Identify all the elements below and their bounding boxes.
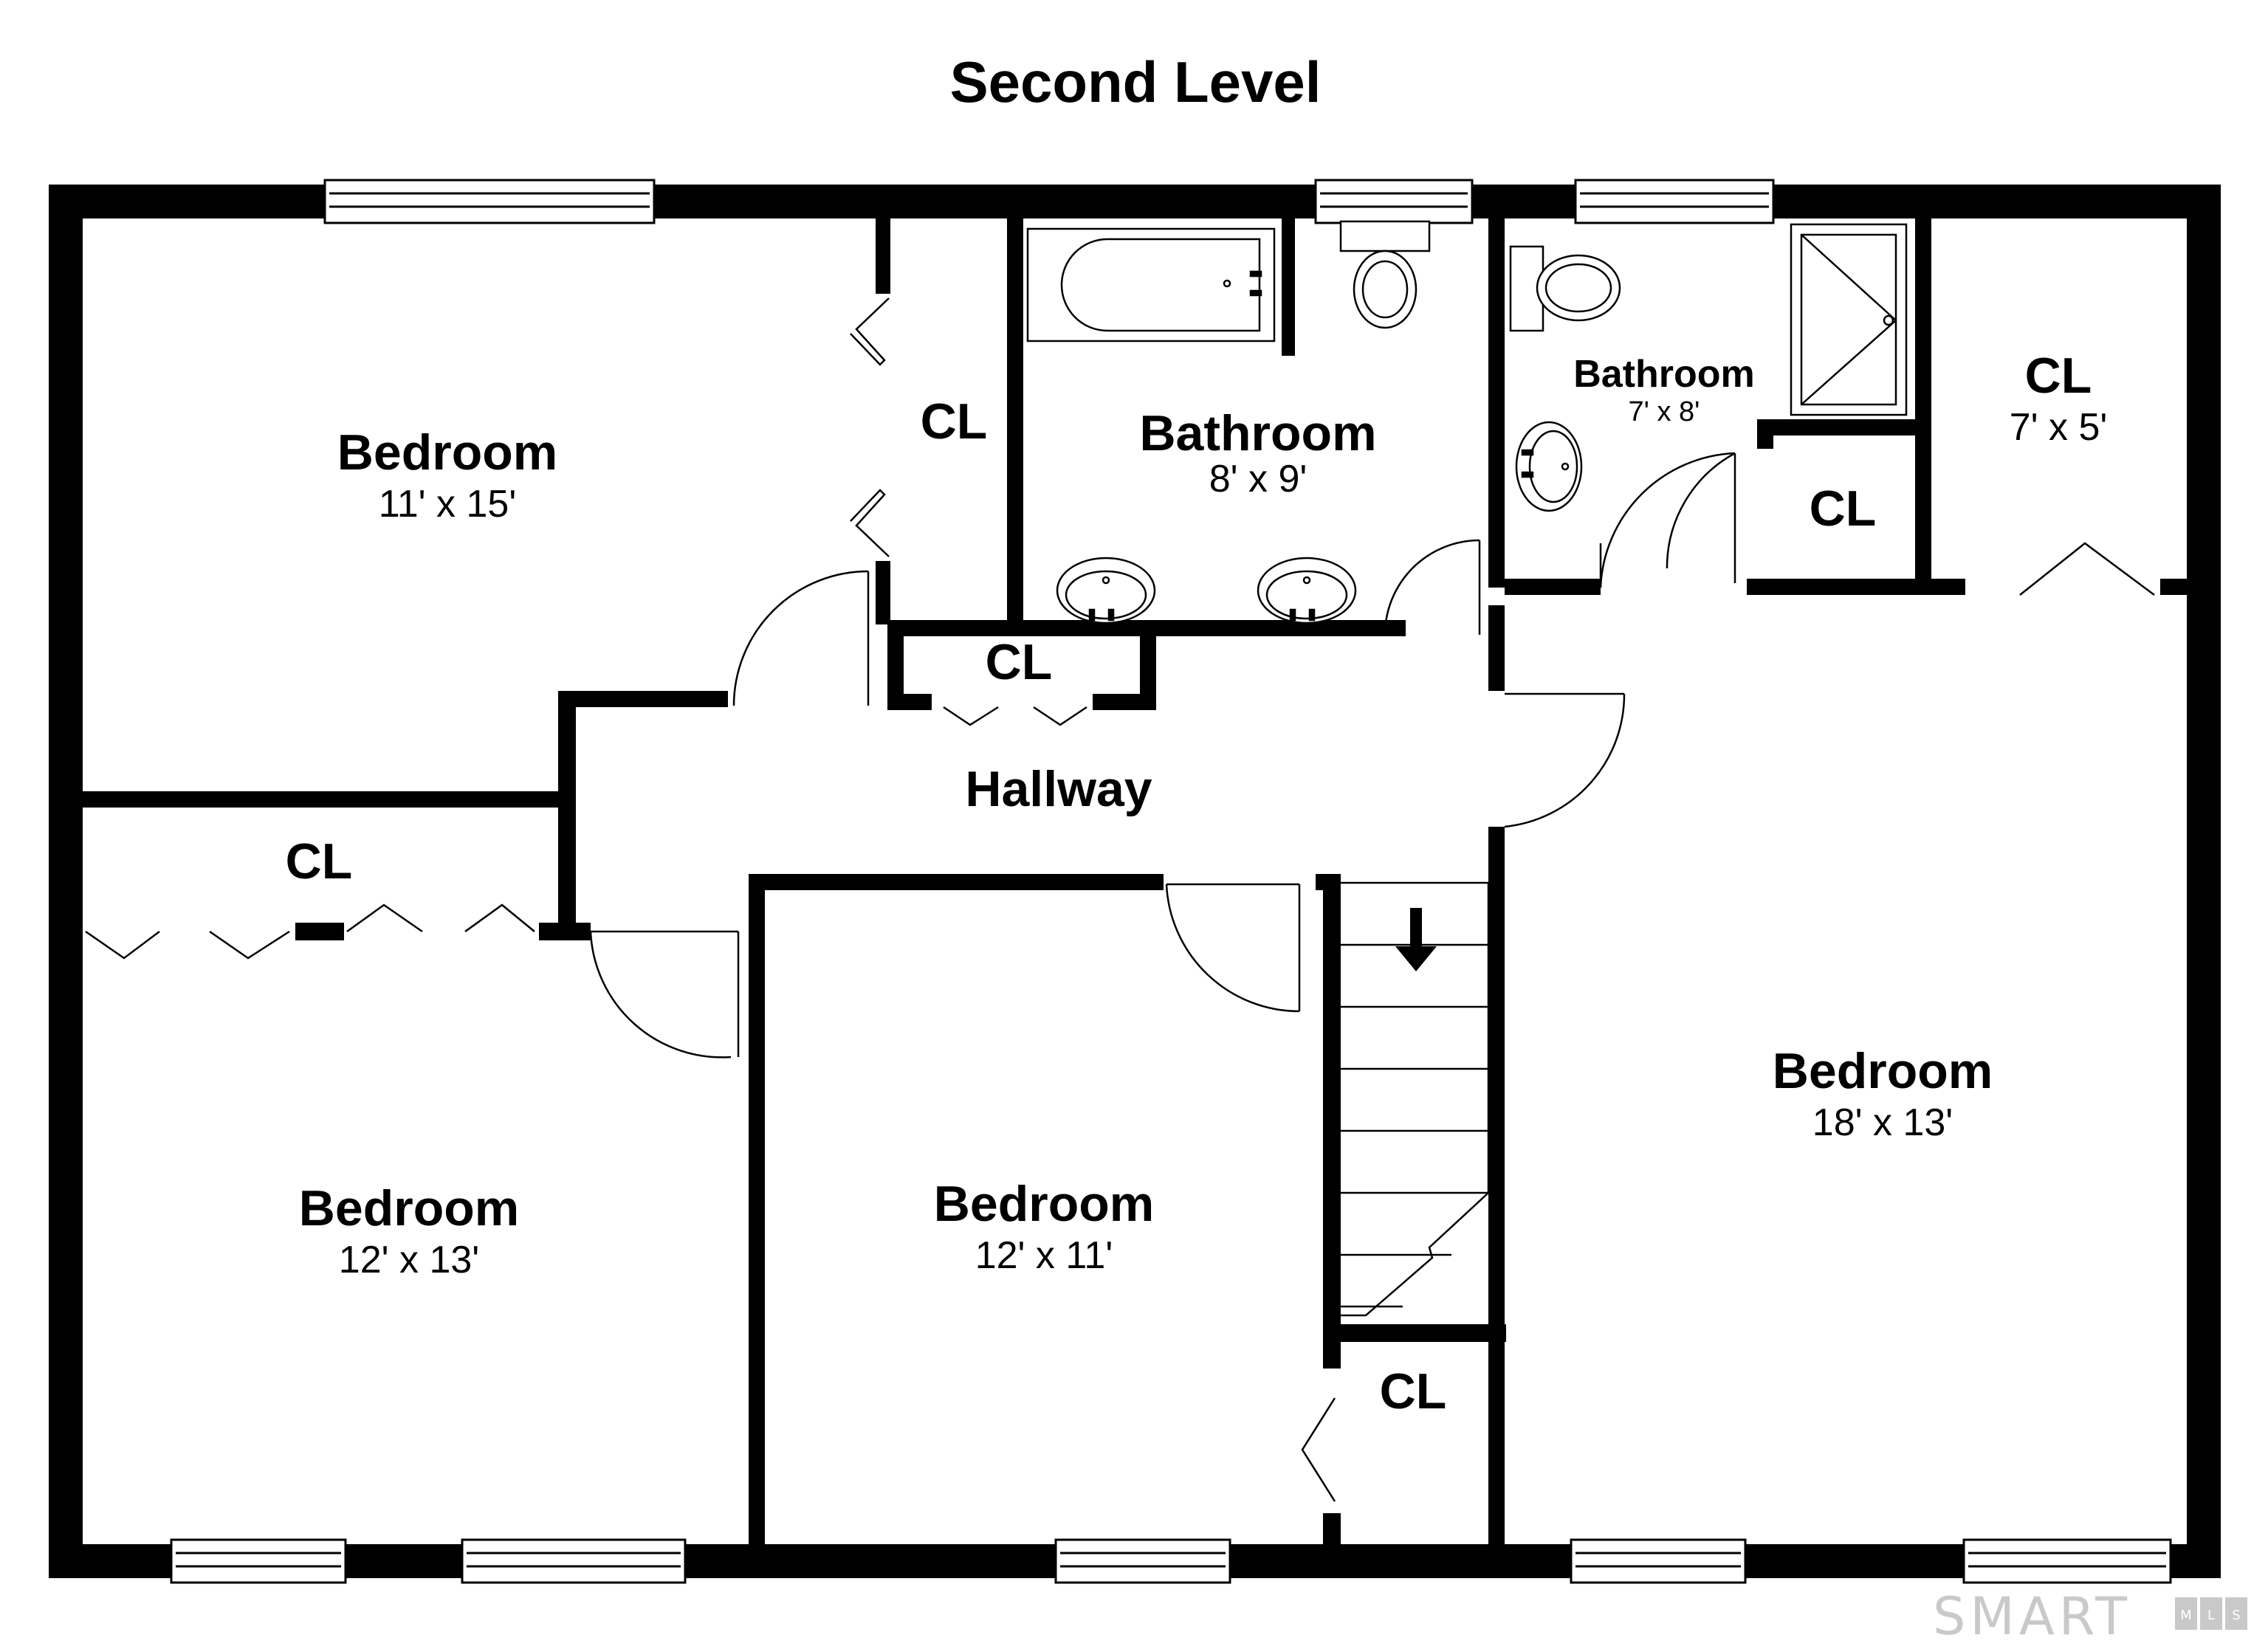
sink-icon <box>1257 557 1357 624</box>
room-name-closet-top-right: CL <box>2025 348 2092 404</box>
room-dims-bedroom-bottom-mid: 12' x 11' <box>975 1234 1113 1277</box>
window-icon <box>1054 1538 1231 1584</box>
room-name-closet-hall: CL <box>986 634 1053 690</box>
bifold-door-icon <box>209 930 290 960</box>
room-name-bathroom-small: Bathroom <box>1573 353 1755 396</box>
room-name-bedroom-bottom-mid: Bedroom <box>934 1176 1154 1232</box>
room-name-closet-top-left: CL <box>921 393 988 450</box>
sink-icon <box>1056 557 1156 624</box>
stair-down-arrow-icon <box>1395 908 1437 971</box>
sink-icon <box>1515 421 1583 512</box>
window-icon <box>461 1538 687 1584</box>
room-dims-bedroom-top-left: 11' x 15' <box>379 483 517 526</box>
room-labels: Bedroom 11' x 15' CL Bathroom 8' x 9' Ba… <box>286 348 2108 1419</box>
shower-icon <box>1790 223 1908 416</box>
door-swing-icon <box>1599 452 1736 588</box>
toilet-icon <box>1509 245 1621 332</box>
bifold-door-icon <box>943 706 999 726</box>
bifold-door-icon <box>2019 542 2155 596</box>
door-swing-icon <box>1504 692 1626 828</box>
bathtub-icon <box>1026 227 1276 342</box>
window-icon <box>1574 179 1775 224</box>
door-swing-icon <box>1165 883 1301 1013</box>
watermark-letter-l: L <box>2207 1608 2215 1623</box>
room-name-closet-left: CL <box>286 833 353 889</box>
bifold-doors <box>85 297 2155 1502</box>
room-name-closet-bath: CL <box>1810 481 1877 537</box>
watermark-text: SMART <box>1933 1586 2131 1647</box>
door-swing-icon <box>589 930 740 1058</box>
bifold-door-icon <box>850 297 890 366</box>
room-name-bedroom-bottom-left: Bedroom <box>299 1180 519 1236</box>
bifold-door-icon <box>85 930 160 960</box>
plan-title: Second Level <box>950 49 1322 114</box>
room-name-bedroom-right: Bedroom <box>1773 1043 1993 1099</box>
stairs <box>1341 881 1490 1317</box>
room-dims-bedroom-bottom-left: 12' x 13' <box>339 1239 479 1281</box>
room-dims-bathroom-small: 7' x 8' <box>1629 396 1700 427</box>
toilet-icon <box>1339 220 1431 329</box>
door-swing-icon <box>732 570 870 706</box>
watermark-letter-m: M <box>2180 1608 2192 1623</box>
room-dims-closet-top-right: 7' x 5' <box>2010 406 2108 449</box>
room-name-bedroom-top-left: Bedroom <box>337 424 557 481</box>
watermark-letter-s: S <box>2232 1608 2240 1623</box>
window-icon <box>1314 179 1474 224</box>
walls <box>49 185 2221 1578</box>
bifold-door-icon <box>850 489 890 557</box>
bifold-door-icon <box>1033 706 1087 726</box>
bifold-door-icon <box>346 903 423 933</box>
window-icon <box>1962 1538 2172 1584</box>
window-icon <box>1570 1538 1747 1584</box>
door-swing-icon <box>1666 452 1736 583</box>
room-name-closet-stairs: CL <box>1380 1363 1447 1419</box>
window-icon <box>170 1538 347 1584</box>
room-dims-bedroom-right: 18' x 13' <box>1812 1101 1953 1144</box>
window-icon <box>323 179 656 224</box>
bifold-door-icon <box>464 903 535 933</box>
room-dims-bathroom-main: 8' x 9' <box>1209 458 1307 500</box>
room-name-bathroom-main: Bathroom <box>1139 405 1376 461</box>
bifold-door-icon <box>1301 1397 1336 1502</box>
fixtures <box>1026 220 1908 624</box>
door-swing-icon <box>1384 539 1481 636</box>
watermark-logo: SMART M L S <box>1933 1586 2247 1647</box>
doors <box>589 452 1736 1058</box>
room-name-hallway: Hallway <box>965 761 1152 817</box>
